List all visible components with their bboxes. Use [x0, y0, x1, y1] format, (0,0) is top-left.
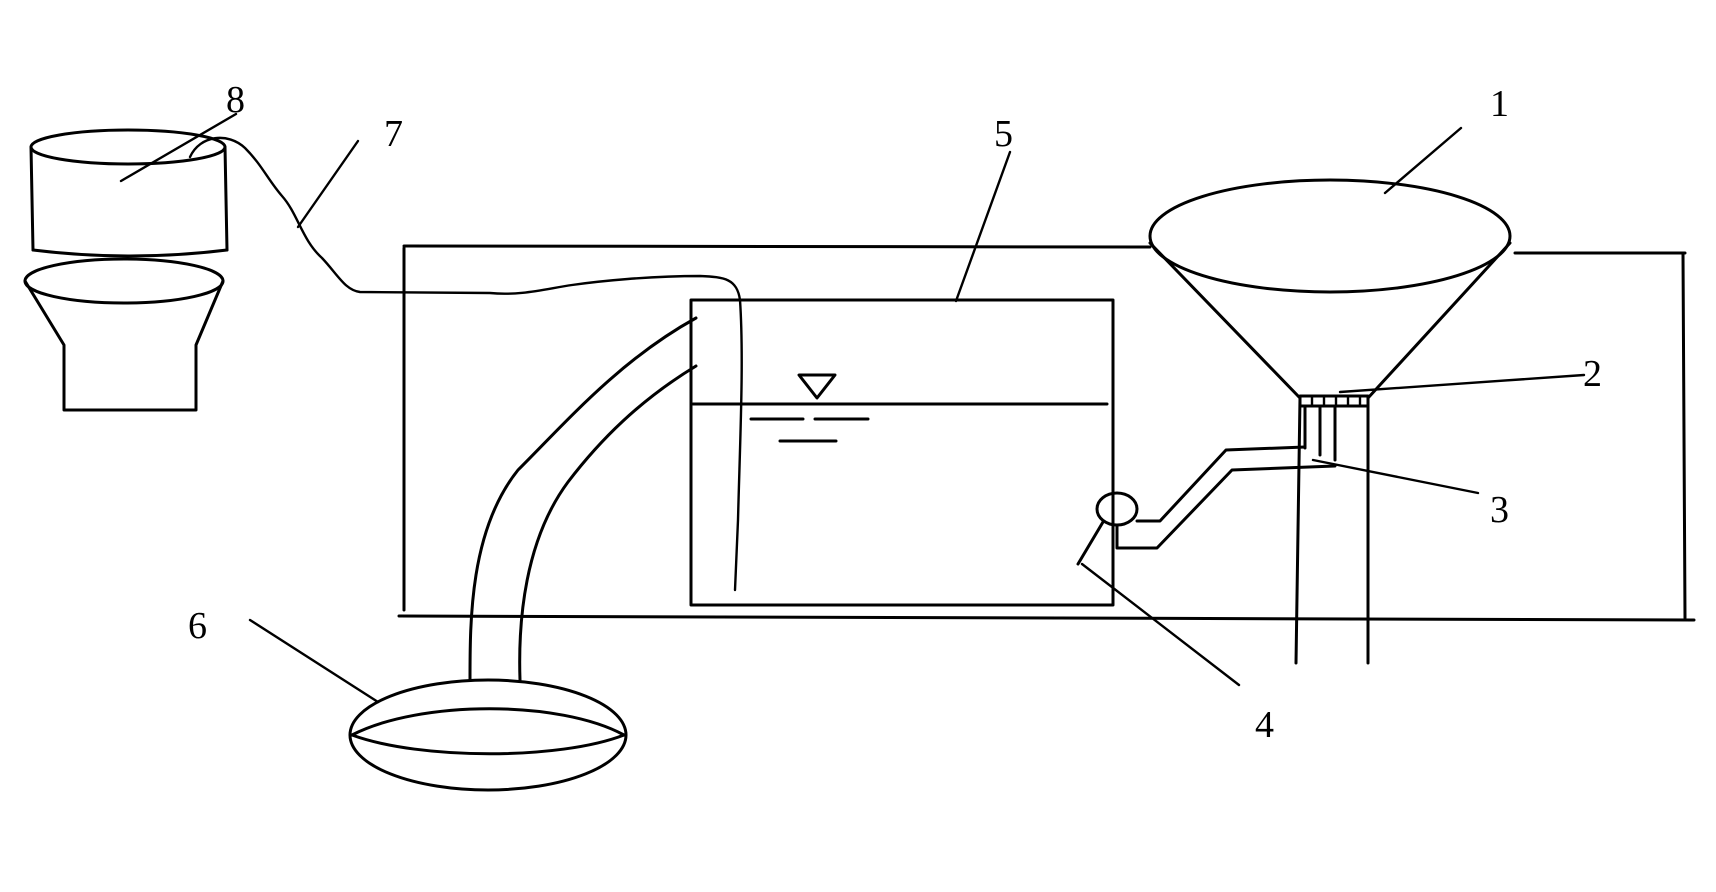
tank-5	[689, 298, 1115, 607]
valve-4	[1076, 445, 1337, 566]
filter-2	[1298, 394, 1370, 408]
flat-vessel-6	[348, 678, 628, 792]
vessel-8	[23, 128, 229, 412]
label-5: 5	[994, 113, 1013, 155]
funnel-1	[1148, 178, 1512, 665]
label-6: 6	[188, 605, 207, 647]
leader-lines	[119, 112, 1586, 704]
label-7: 7	[384, 113, 403, 155]
wire-7	[188, 136, 743, 592]
outer-frame	[397, 244, 1696, 622]
label-8: 8	[226, 79, 245, 121]
label-4: 4	[1255, 704, 1274, 746]
label-3: 3	[1490, 489, 1509, 531]
label-2: 2	[1583, 353, 1602, 395]
tube-3	[1303, 404, 1337, 462]
pipe-6	[468, 316, 698, 682]
label-1: 1	[1490, 83, 1509, 125]
